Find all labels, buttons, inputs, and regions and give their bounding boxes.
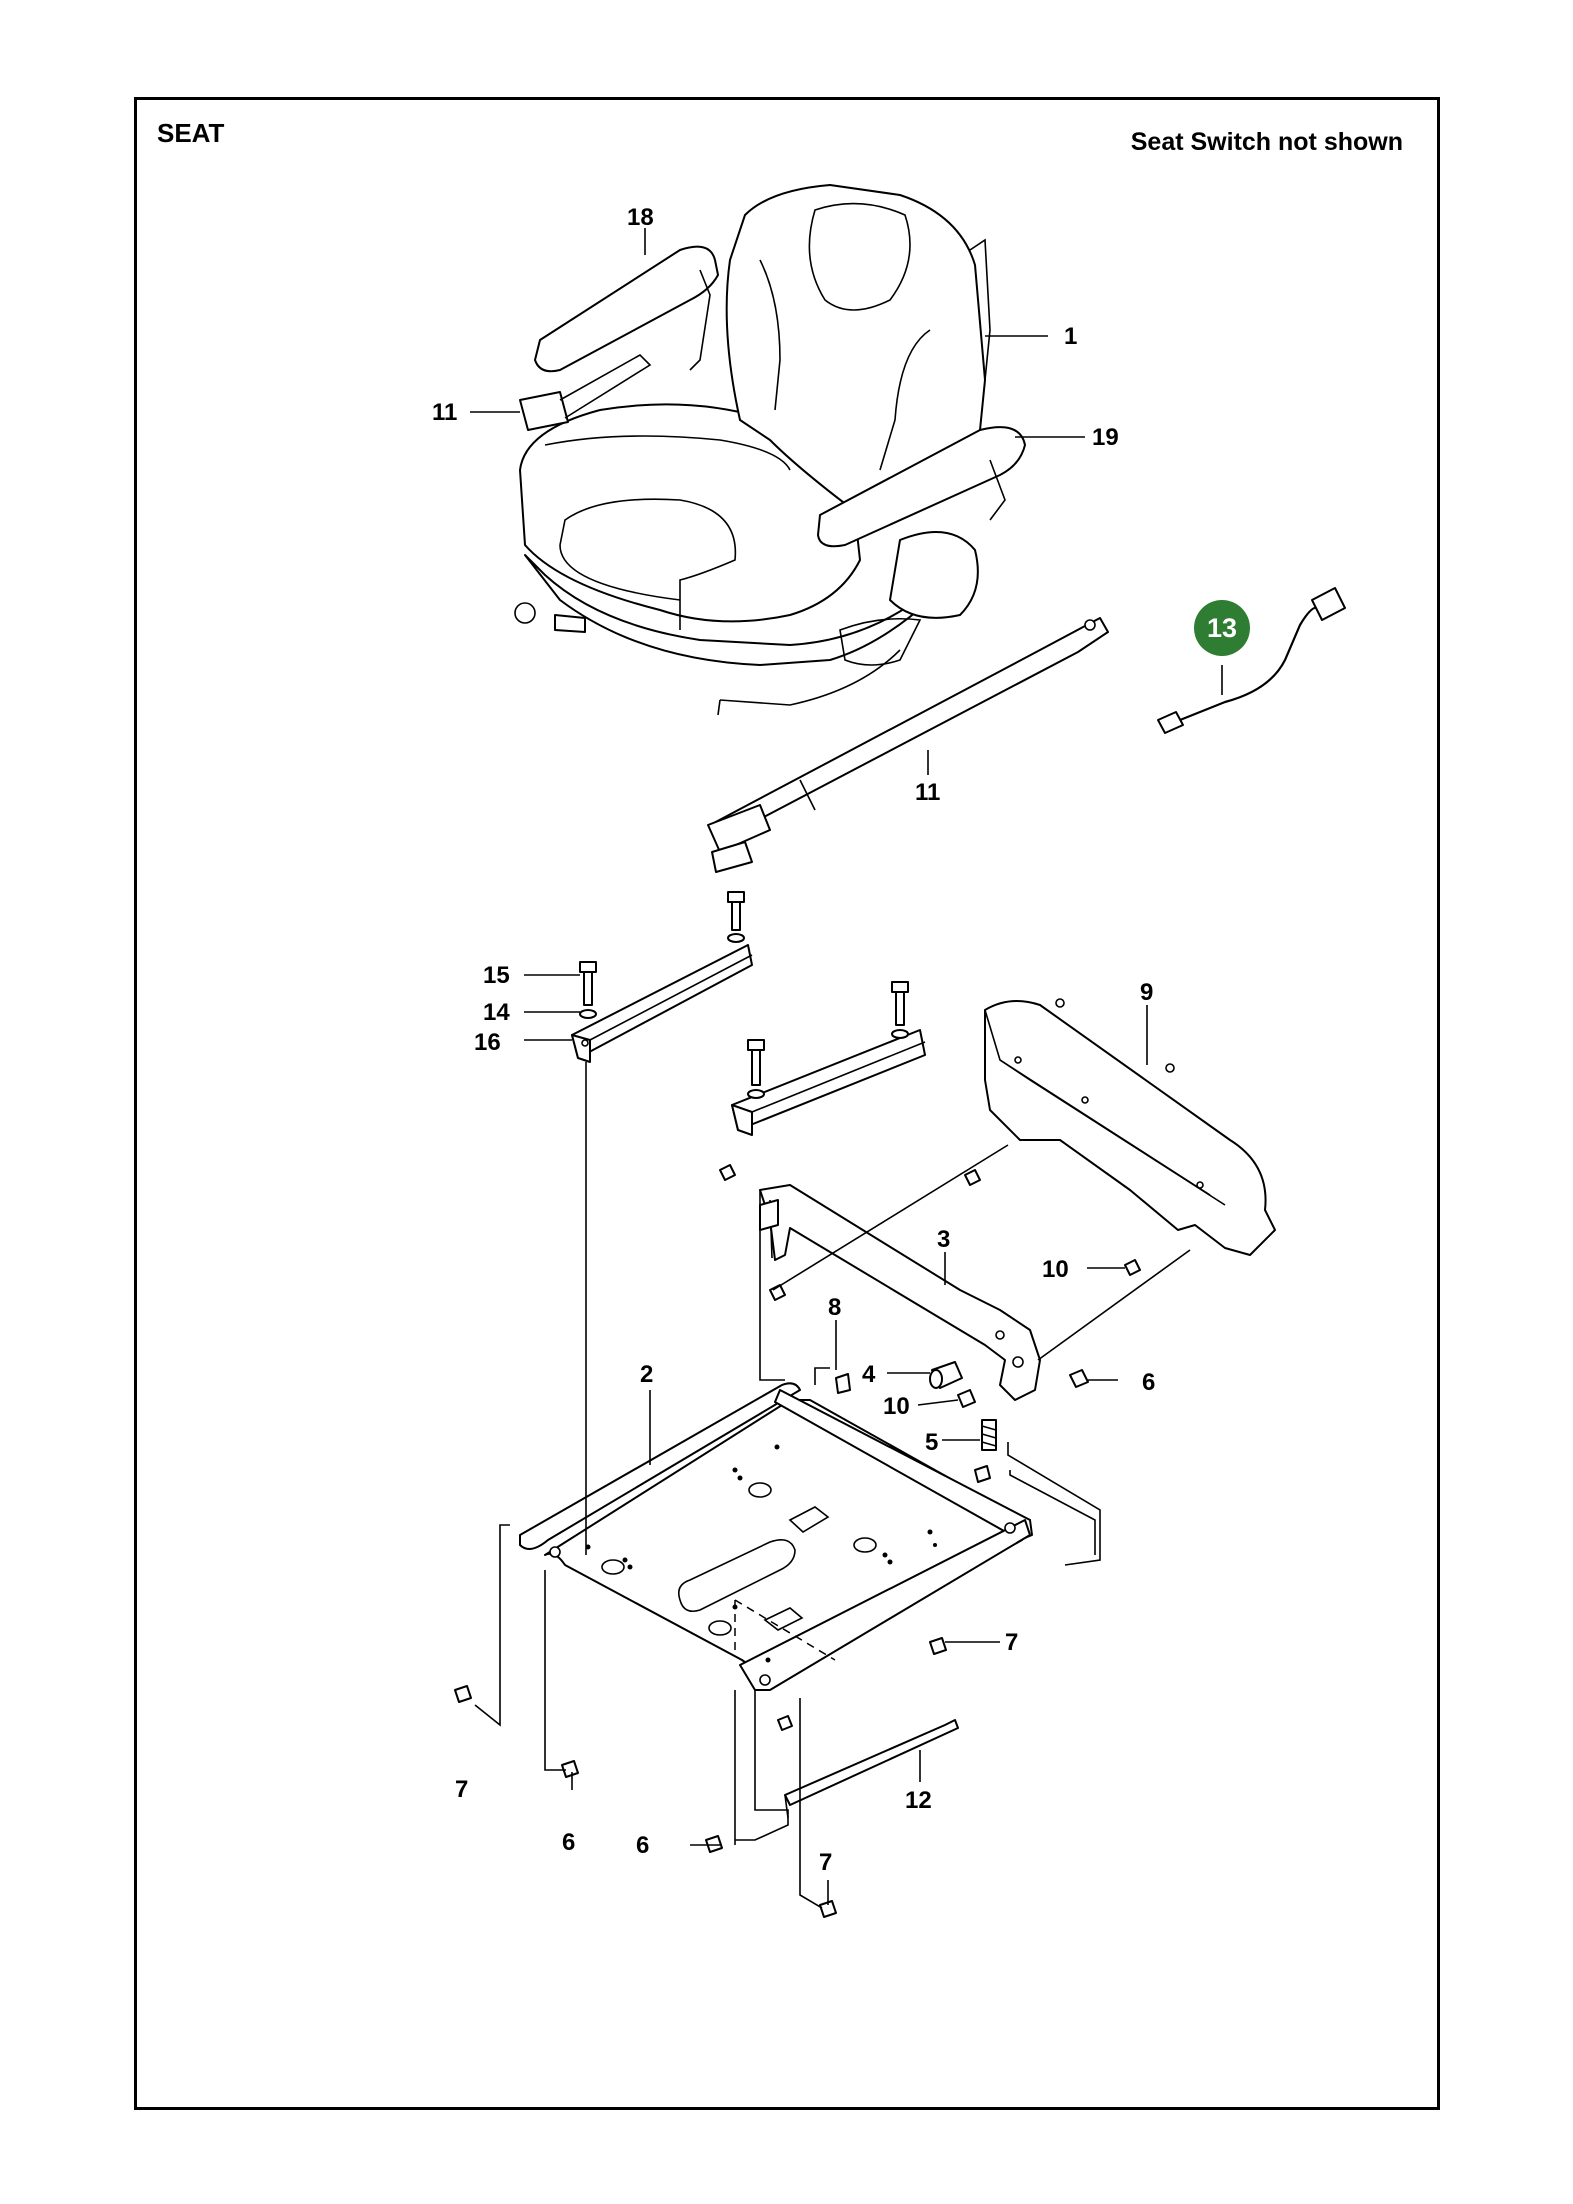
callout-10-upper: 10 xyxy=(1042,1256,1069,1283)
callout-6-right: 6 xyxy=(1142,1369,1155,1396)
page-title: SEAT xyxy=(157,118,225,148)
callout-13: 13 xyxy=(1207,613,1237,643)
callout-12: 12 xyxy=(905,1787,932,1814)
callout-2: 2 xyxy=(640,1361,653,1388)
callout-6-bottom: 6 xyxy=(636,1832,649,1859)
callout-11-buckle: 11 xyxy=(432,399,457,426)
cross-member-rear xyxy=(571,891,753,1063)
callout-4: 4 xyxy=(862,1361,876,1388)
nut-8 xyxy=(835,1373,851,1394)
diagram-frame xyxy=(134,97,1440,2110)
seat-part xyxy=(514,184,1026,716)
seat-switch-note: Seat Switch not shown xyxy=(1130,128,1403,156)
bracket-9 xyxy=(984,998,1276,1256)
callout-11-strap: 11 xyxy=(915,779,940,806)
callout-8: 8 xyxy=(828,1294,841,1321)
callout-9: 9 xyxy=(1140,979,1153,1006)
spring-5 xyxy=(981,1419,997,1451)
callout-15: 15 xyxy=(483,962,510,989)
seat-switch-harness xyxy=(1157,587,1346,734)
fasteners xyxy=(454,1164,1141,1918)
callout-5: 5 xyxy=(925,1429,938,1456)
pin-4 xyxy=(929,1361,963,1389)
callout-3: 3 xyxy=(937,1226,950,1253)
callout-7-bottom: 7 xyxy=(819,1849,832,1876)
callout-13-badge xyxy=(1194,600,1250,656)
seat-belt-strap xyxy=(707,617,1109,873)
callout-10-lower: 10 xyxy=(883,1393,910,1420)
callouts: 1 18 11 19 11 15 14 16 9 3 10 8 2 4 6 10… xyxy=(432,204,1250,1876)
callout-7-left: 7 xyxy=(455,1776,468,1803)
rod-12 xyxy=(784,1719,959,1819)
cross-member-front xyxy=(731,981,926,1136)
leader-lines xyxy=(470,228,1223,1909)
callout-14: 14 xyxy=(483,999,510,1026)
callout-1: 1 xyxy=(1064,323,1077,350)
callout-19: 19 xyxy=(1092,424,1119,451)
callout-18: 18 xyxy=(627,204,654,231)
seat-frame-2 xyxy=(519,1382,1033,1691)
callout-7-right: 7 xyxy=(1005,1629,1018,1656)
callout-16: 16 xyxy=(474,1029,501,1056)
plate-3 xyxy=(759,1184,1041,1401)
callout-6-left: 6 xyxy=(562,1829,575,1856)
